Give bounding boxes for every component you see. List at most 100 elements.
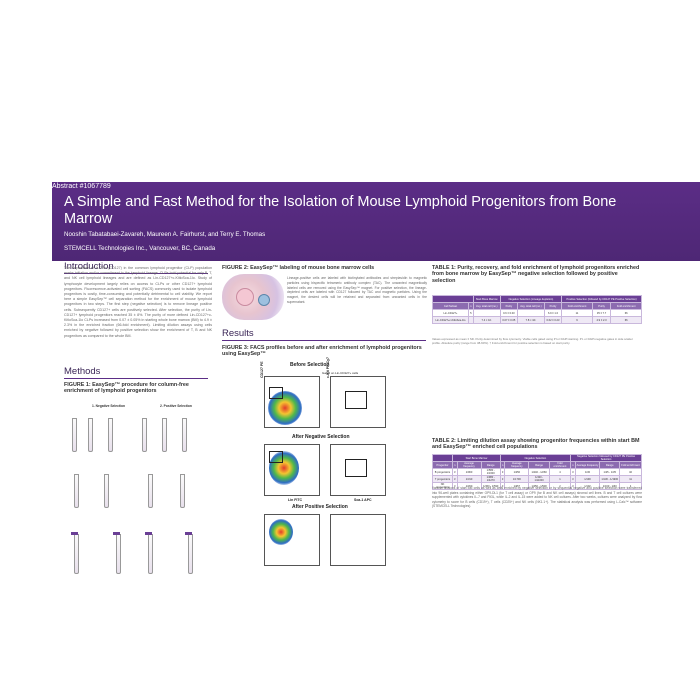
facs-plot-before-right xyxy=(330,376,386,428)
table-cell xyxy=(517,309,545,317)
table-row: NK progenitors 3 1/760 1/360 - 1/590 3 1… xyxy=(431,482,642,490)
before-label: Before Selection xyxy=(290,362,330,368)
table2-col-header: Fold enrichment xyxy=(619,461,642,469)
table1-col-header: Purity xyxy=(499,302,519,310)
tube xyxy=(74,474,79,508)
tube xyxy=(148,474,153,508)
figure1-caption: FIGURE 1: EasySep™ procedure for column-… xyxy=(64,382,189,395)
table-cell: 6.9 ± 1.0 xyxy=(543,309,563,317)
tube xyxy=(182,418,187,452)
table2: Start Bone Marrow Negative Selection Neg… xyxy=(431,454,642,490)
figure2-text: Lineage-positive cells are labeled with … xyxy=(287,276,427,304)
table-cell: 1/190 xyxy=(574,475,601,483)
divider xyxy=(64,378,208,379)
table1-col-header: Purity xyxy=(543,302,563,310)
table-cell: 0.07 ± 0.05 xyxy=(499,316,519,324)
table1-col-header: Avg. total cell (no.) xyxy=(517,302,545,310)
table-cell: 1/25 - 1/35 xyxy=(599,468,621,476)
facs-plot-neg-left xyxy=(264,444,320,496)
table2-col-header: Range xyxy=(599,461,621,469)
table1-col-header: Avg. total cell (no.) xyxy=(472,302,501,310)
table-cell: 1/960 xyxy=(456,468,482,476)
table2-group-header: Negative Selection followed by CD127 PE … xyxy=(570,454,642,462)
table1-group-header: Start Bone Marrow xyxy=(472,295,501,303)
table-cell: 1/450 - 1/500 xyxy=(528,482,550,490)
figure3-caption: FIGURE 3: FACS profiles before and after… xyxy=(222,345,422,358)
step1-label: 1. Negative Selection xyxy=(92,404,125,408)
figure3-facs: Before Selection Gated on Lin-CD127+ cel… xyxy=(222,356,427,600)
table-cell: 1/980 - 1/4270 xyxy=(480,475,501,483)
cell-population xyxy=(269,451,299,485)
tube xyxy=(104,474,109,508)
table-row: B progenitors 3 1/960 1/580 - 1/1600 3 1… xyxy=(431,468,642,476)
table2-col-header: Fold enrichment xyxy=(548,461,572,469)
table-cell: 0.62 ± 0.23 xyxy=(543,316,563,324)
gate-box xyxy=(269,387,283,399)
cell xyxy=(236,288,254,306)
facs-plot-pos-left xyxy=(264,514,320,566)
magnet xyxy=(145,532,152,535)
table1-caption: TABLE 1: Purity, recovery, and fold enri… xyxy=(432,265,640,284)
table-cell: 1/430 - 1/11000 xyxy=(528,475,550,483)
facs-plot-pos-right xyxy=(330,514,386,566)
table1-col-header: Fold enrichment xyxy=(561,302,593,310)
table-cell: 11 xyxy=(561,309,593,317)
magnet xyxy=(71,532,78,535)
divider xyxy=(64,273,208,274)
tube xyxy=(142,418,147,452)
facs-plot-neg-right xyxy=(330,444,386,496)
introduction-text: The expression of IL-7Rα (CD127) in the … xyxy=(64,266,212,338)
results-heading: Results xyxy=(222,328,254,339)
xlabel-left: Lin FITC xyxy=(288,498,302,502)
authors: Nooshin Tabatabaei-Zavareh, Maureen A. F… xyxy=(64,231,266,238)
cell xyxy=(258,294,270,306)
table1-notes: Values expressed as mean ± SD. Purity de… xyxy=(432,337,633,345)
step2-label: 2. Positive Selection xyxy=(160,404,192,408)
table-cell: 1/130 - 1/1900 xyxy=(599,475,621,483)
table1-group-header: Negative Selection (Lineage depletion) xyxy=(499,295,563,303)
gated-label: Gated on Lin-CD127+ cells xyxy=(322,371,359,375)
table2-col-header: Average frequency xyxy=(574,461,601,469)
tube xyxy=(74,534,79,574)
tube xyxy=(180,474,185,508)
tube xyxy=(72,418,77,452)
table-cell: 7.4 × 10⁷ xyxy=(472,316,501,324)
table2-group-header: Start Bone Marrow xyxy=(452,454,501,462)
table-cell: 3 xyxy=(499,482,506,490)
magnet xyxy=(113,532,120,535)
poster-title: A Simple and Fast Method for the Isolati… xyxy=(64,194,617,227)
table-cell: 1/240 - 1/260 xyxy=(528,468,550,476)
xlabel-right: Sca-1 APC xyxy=(354,498,372,502)
table-row: Lin-CD127+c-KitloSca-1lo 7.4 × 10⁷ 0.07 … xyxy=(432,316,642,324)
after-positive-label: After Positive Selection xyxy=(292,504,348,510)
tube xyxy=(108,418,113,452)
tube xyxy=(188,534,193,574)
table-cell: 1/250 xyxy=(504,468,530,476)
methods-heading: Methods xyxy=(64,366,101,377)
table-cell: 1 xyxy=(548,475,572,483)
cell-population xyxy=(268,391,302,425)
figure2-illustration xyxy=(222,274,284,320)
cell-population xyxy=(269,519,293,545)
table-cell: 9 xyxy=(561,316,593,324)
table-cell: 1/310 xyxy=(456,475,482,483)
table-cell: 32 xyxy=(619,468,642,476)
table-cell: 4 xyxy=(619,482,642,490)
ylabel-right: c-Kit PE-Cy7 xyxy=(326,356,330,378)
table-cell: 1/580 - 1/1600 xyxy=(480,468,501,476)
table2-col-header: Progenitor xyxy=(431,461,454,469)
figure2-caption: FIGURE 2: EasySep™ labeling of mouse bon… xyxy=(222,265,375,271)
table-cell: T progenitors xyxy=(431,475,454,483)
affiliation: STEMCELL Technologies Inc., Vancouver, B… xyxy=(64,245,216,252)
magnet xyxy=(185,532,192,535)
table-cell: 0.6 ± 0.03 xyxy=(499,309,519,317)
table1-group-header: Positive Selection (followed by CD127 PE… xyxy=(561,295,642,303)
after-negative-label: After Negative Selection xyxy=(292,434,350,440)
table-cell: 1/30 xyxy=(574,468,601,476)
table-cell: 1/1700 xyxy=(504,475,530,483)
table-cell: 66 xyxy=(610,316,642,324)
header-banner xyxy=(52,182,700,261)
table-cell: 3 xyxy=(451,482,458,490)
table-cell: 1/102 xyxy=(574,482,601,490)
